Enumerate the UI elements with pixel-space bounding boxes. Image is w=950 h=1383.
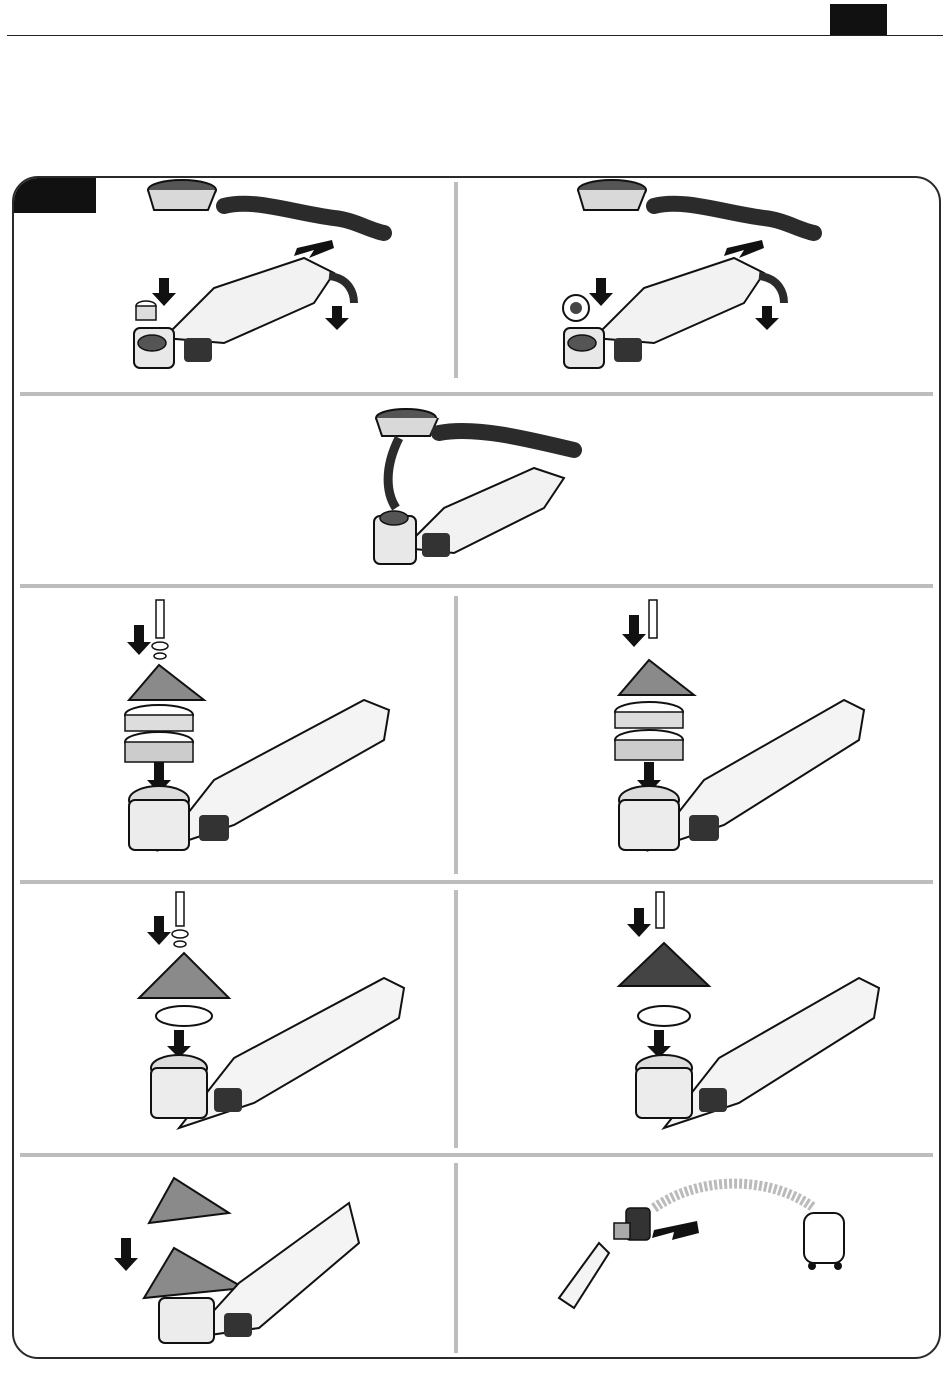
- arrow-icon: [652, 1221, 699, 1240]
- triangular-pad-illustration: [619, 660, 694, 695]
- arrow-down-icon: [755, 306, 779, 330]
- washer-illustration: [154, 653, 166, 659]
- column-separator-1: [454, 182, 458, 378]
- column-separator-4: [454, 1163, 458, 1353]
- connected-hose-illustration: [388, 438, 399, 508]
- perforated-pad-illustration: [139, 953, 229, 998]
- tool-body-illustration: [564, 258, 764, 368]
- column-separator-3: [454, 890, 458, 1148]
- star-adapter-illustration: [563, 295, 589, 321]
- arrow-down-icon: [167, 1030, 191, 1058]
- perforated-pad-illustration: [144, 1248, 244, 1298]
- page-tab: [830, 4, 887, 35]
- extraction-hose-illustration: [439, 431, 574, 450]
- washer-illustration: [174, 941, 186, 947]
- o-ring-illustration: [156, 1006, 212, 1026]
- triangular-pad-illustration: [619, 943, 709, 986]
- washer-illustration: [172, 930, 188, 938]
- figure-frame: [12, 176, 941, 1359]
- arrow-down-icon: [127, 625, 151, 655]
- tool-body-illustration: [134, 258, 334, 368]
- round-adapter-illustration: [136, 301, 156, 320]
- extraction-hood-illustration: [578, 180, 646, 210]
- row-separator-2: [20, 584, 933, 588]
- hose-outlet-illustration: [329, 276, 354, 303]
- arrow-down-icon: [152, 278, 176, 306]
- o-ring-illustration: [638, 1006, 690, 1026]
- figure-tab: [14, 178, 96, 213]
- tool-end-illustration: [559, 1243, 609, 1308]
- header-rule: [7, 35, 943, 36]
- panel-9-extractor-connection: [554, 1178, 884, 1318]
- extraction-hose-illustration: [654, 204, 814, 233]
- panel-4-pad-fitting-washers: [104, 590, 449, 878]
- arrow-down-icon: [589, 278, 613, 306]
- extractor-hose-illustration: [654, 1184, 814, 1208]
- hose-outlet-illustration: [759, 276, 784, 303]
- screw-illustration: [156, 600, 164, 638]
- column-separator-2: [454, 596, 458, 874]
- extraction-hood-illustration: [376, 409, 438, 436]
- adapter-rings-illustration: [125, 705, 193, 762]
- arrow-icon: [294, 240, 334, 258]
- panel-2-hood-star-adapter: [534, 178, 879, 388]
- arrow-down-icon: [114, 1238, 138, 1271]
- screw-illustration: [656, 892, 664, 928]
- extraction-hose-illustration: [224, 204, 384, 233]
- panel-5-pad-fitting-countersunk-screw: [534, 590, 879, 878]
- tool-body-illustration: [151, 978, 404, 1128]
- arrow-down-icon: [147, 916, 171, 945]
- arrow-down-icon: [325, 306, 349, 330]
- arrow-down-icon: [647, 1030, 671, 1058]
- arrow-icon: [724, 240, 764, 258]
- sanding-sheet-illustration: [149, 1178, 229, 1223]
- screw-illustration: [176, 892, 184, 926]
- extraction-hood-illustration: [148, 180, 216, 210]
- tool-body-illustration: [374, 468, 564, 564]
- panel-6-perforated-pad-ring: [114, 888, 449, 1150]
- hose-connector-illustration: [614, 1208, 650, 1240]
- row-separator-3: [20, 880, 933, 884]
- tool-body-illustration: [636, 978, 879, 1128]
- panel-7-solid-pad-ring: [604, 888, 894, 1150]
- panel-1-hood-round-adapter: [104, 178, 449, 388]
- arrow-down-icon: [627, 908, 651, 937]
- dust-extractor-icon: [804, 1213, 844, 1270]
- row-separator-1: [20, 392, 933, 396]
- washer-illustration: [152, 642, 168, 650]
- screw-illustration: [649, 600, 657, 638]
- row-separator-4: [20, 1153, 933, 1157]
- arrow-down-icon: [622, 615, 646, 647]
- panel-8-sanding-sheet: [109, 1163, 449, 1353]
- adapter-rings-illustration: [615, 702, 683, 760]
- triangular-pad-illustration: [129, 665, 204, 700]
- panel-3-hood-fitted: [344, 398, 604, 578]
